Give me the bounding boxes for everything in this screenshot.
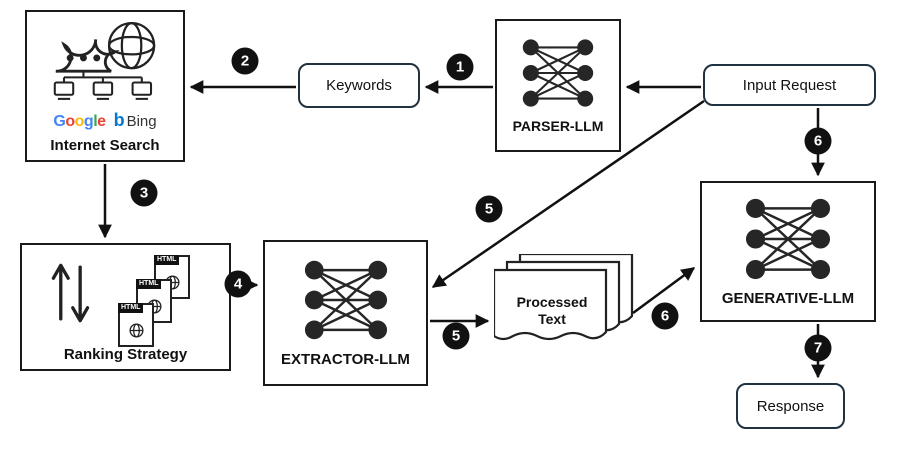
bing-logo-text: Bing	[126, 113, 157, 130]
google-logo: Google	[53, 113, 106, 131]
response-label: Response	[756, 397, 825, 415]
parser-llm-node: PARSER-LLM	[495, 19, 621, 152]
globe-icon	[129, 323, 144, 338]
ranking-strategy-node: HTML HTML HTML Ranking Strateg	[20, 243, 231, 371]
response-node: Response	[736, 383, 845, 429]
keywords-label: Keywords	[326, 77, 392, 94]
google-logo-letter: o	[65, 113, 75, 130]
google-logo-letter: e	[97, 113, 106, 130]
google-logo-letter: o	[74, 113, 85, 130]
bing-logo-mark: b	[113, 110, 125, 130]
step-badge-5-input: 5	[475, 195, 503, 223]
extractor-llm-node: EXTRACTOR-LLM	[263, 240, 428, 386]
parser-llm-label: PARSER-LLM	[512, 118, 604, 135]
html-file-tag: HTML	[154, 255, 180, 266]
html-file-tag: HTML	[118, 303, 144, 314]
step-badge-3: 3	[130, 179, 158, 207]
input-request-label: Input Request	[742, 76, 837, 94]
html-file-tag: HTML	[136, 279, 162, 290]
step-badge-7: 7	[804, 334, 832, 362]
neural-network-icon	[732, 196, 844, 282]
internet-search-node: Google b Bing Internet Search	[25, 10, 185, 162]
neural-network-icon	[516, 37, 600, 109]
generative-llm-label: GENERATIVE-LLM	[721, 289, 855, 307]
keywords-node: Keywords	[298, 63, 420, 108]
html-file-icon: HTML	[154, 255, 190, 299]
neural-network-icon	[297, 258, 395, 342]
html-file-icon: HTML	[118, 303, 154, 347]
step-badge-2: 2	[231, 47, 259, 75]
ranking-strategy-label: Ranking Strategy	[63, 346, 188, 363]
google-logo-letter: G	[53, 113, 66, 130]
html-file-icon: HTML	[136, 279, 172, 323]
sort-arrows-icon	[51, 263, 90, 323]
step-badge-4: 4	[224, 270, 252, 298]
internet-search-label: Internet Search	[50, 137, 160, 154]
processed-text-node: Processed Text	[492, 252, 634, 354]
cloud-network-icon	[53, 21, 156, 100]
google-logo-letter: g	[83, 113, 94, 130]
input-request-node: Input Request	[703, 64, 876, 106]
search-engine-logos: Google b Bing	[27, 110, 183, 131]
step-badge-6-context: 6	[651, 302, 679, 330]
step-badge-6-input: 6	[804, 127, 832, 155]
step-badge-1: 1	[446, 53, 474, 81]
generative-llm-node: GENERATIVE-LLM	[700, 181, 876, 322]
step-badge-5-output: 5	[442, 322, 470, 350]
processed-text-label: Processed Text	[516, 294, 588, 327]
bing-logo: b Bing	[114, 110, 157, 131]
extractor-llm-label: EXTRACTOR-LLM	[281, 351, 410, 369]
google-logo-letter: l	[93, 113, 98, 130]
